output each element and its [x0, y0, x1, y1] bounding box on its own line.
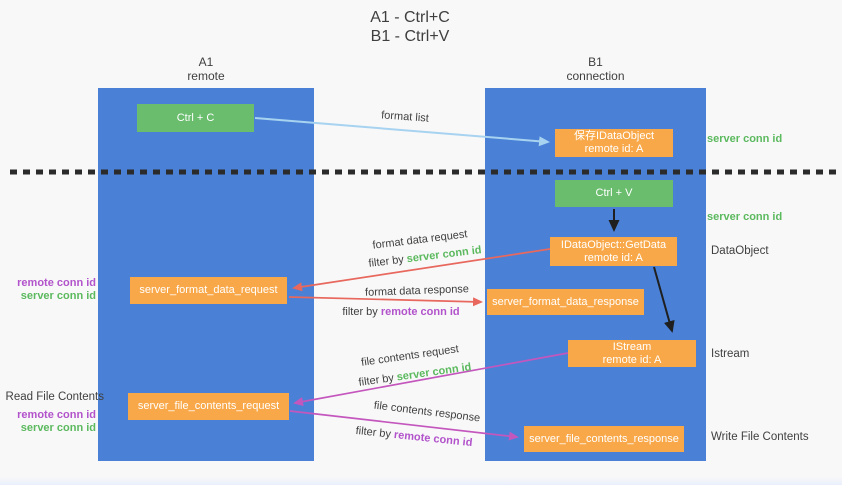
ctrl-c-node: Ctrl + C	[137, 104, 254, 132]
title-line-b1: B1 - Ctrl+V	[370, 28, 450, 45]
left-conn-id-pair-top: remote conn id server conn id	[0, 277, 96, 303]
istream-annotation: Istream	[711, 348, 750, 360]
diagram-title: A1 - Ctrl+C B1 - Ctrl+V	[330, 8, 490, 46]
server-file-contents-response-node: server_file_contents_response	[524, 426, 684, 452]
ctrl-v-node: Ctrl + V	[555, 180, 673, 207]
bottom-fade	[0, 477, 842, 485]
server-conn-id-annotation-top: server conn id	[707, 133, 783, 145]
server-file-contents-request-node: server_file_contents_request	[128, 393, 289, 420]
lane-b1-type: connection	[566, 69, 625, 83]
server-conn-id-key: server conn id	[406, 244, 483, 266]
ctrl-v-label: Ctrl + V	[595, 187, 633, 199]
remote-conn-id-key: remote conn id	[393, 428, 473, 450]
server-file-contents-response-label: server_file_contents_response	[529, 432, 679, 445]
idataobject-getdata-node: IDataObject::GetData remote id: A	[550, 237, 677, 266]
title-line-a1: A1 - Ctrl+C	[370, 9, 450, 26]
server-format-data-response-node: server_format_data_response	[487, 289, 644, 315]
remote-conn-id-annotation-bottom: remote conn id	[17, 409, 96, 421]
remote-conn-id-annotation-top: remote conn id	[17, 277, 96, 289]
server-conn-id-annotation-left-bottom: server conn id	[20, 422, 96, 434]
left-conn-id-pair-bottom: remote conn id server conn id	[0, 409, 96, 435]
lane-a1-type: remote	[187, 69, 225, 83]
lane-b1-name: B1	[588, 55, 603, 69]
save-idataobject-title: 保存IDataObject	[573, 130, 655, 142]
server-format-data-request-label: server_format_data_request	[139, 284, 278, 296]
server-format-data-response-label: server_format_data_response	[492, 295, 639, 308]
istream-node: IStream remote id: A	[568, 340, 696, 367]
lane-header-a1: A1 remote	[98, 55, 314, 83]
getdata-title: IDataObject::GetData	[560, 238, 667, 251]
server-file-contents-request-label: server_file_contents_request	[137, 400, 280, 412]
filter-by-prefix: filter by	[357, 372, 395, 389]
file-contents-response-edge-label: file contents response	[373, 399, 481, 425]
lane-a1-name: A1	[198, 55, 214, 69]
server-conn-id-annotation-mid: server conn id	[707, 211, 783, 223]
istream-remote-id: remote id: A	[602, 353, 662, 366]
filter-by-prefix: filter by	[342, 306, 378, 318]
save-idataobject-remote-id: remote id: A	[584, 143, 644, 155]
filter-by-prefix: filter by	[367, 253, 405, 270]
server-conn-id-key: server conn id	[395, 361, 473, 384]
server-format-data-request-node: server_format_data_request	[130, 277, 287, 304]
format-list-edge-label: format list	[380, 109, 430, 125]
remote-conn-id-key: remote conn id	[380, 306, 460, 318]
getdata-remote-id: remote id: A	[584, 251, 643, 264]
istream-title: IStream	[612, 340, 652, 353]
lane-header-b1: B1 connection	[485, 55, 706, 83]
ctrl-c-label: Ctrl + C	[176, 111, 215, 124]
write-file-contents-annotation: Write File Contents	[711, 431, 809, 443]
save-idataobject-node: 保存IDataObject remote id: A	[555, 129, 673, 157]
read-file-contents-annotation: Read File Contents	[5, 391, 104, 403]
dataobject-annotation: DataObject	[711, 245, 769, 257]
filter-by-prefix: filter by	[355, 424, 392, 441]
server-conn-id-annotation-left-top: server conn id	[20, 290, 96, 302]
format-data-response-edge-label: format data response	[364, 283, 470, 299]
